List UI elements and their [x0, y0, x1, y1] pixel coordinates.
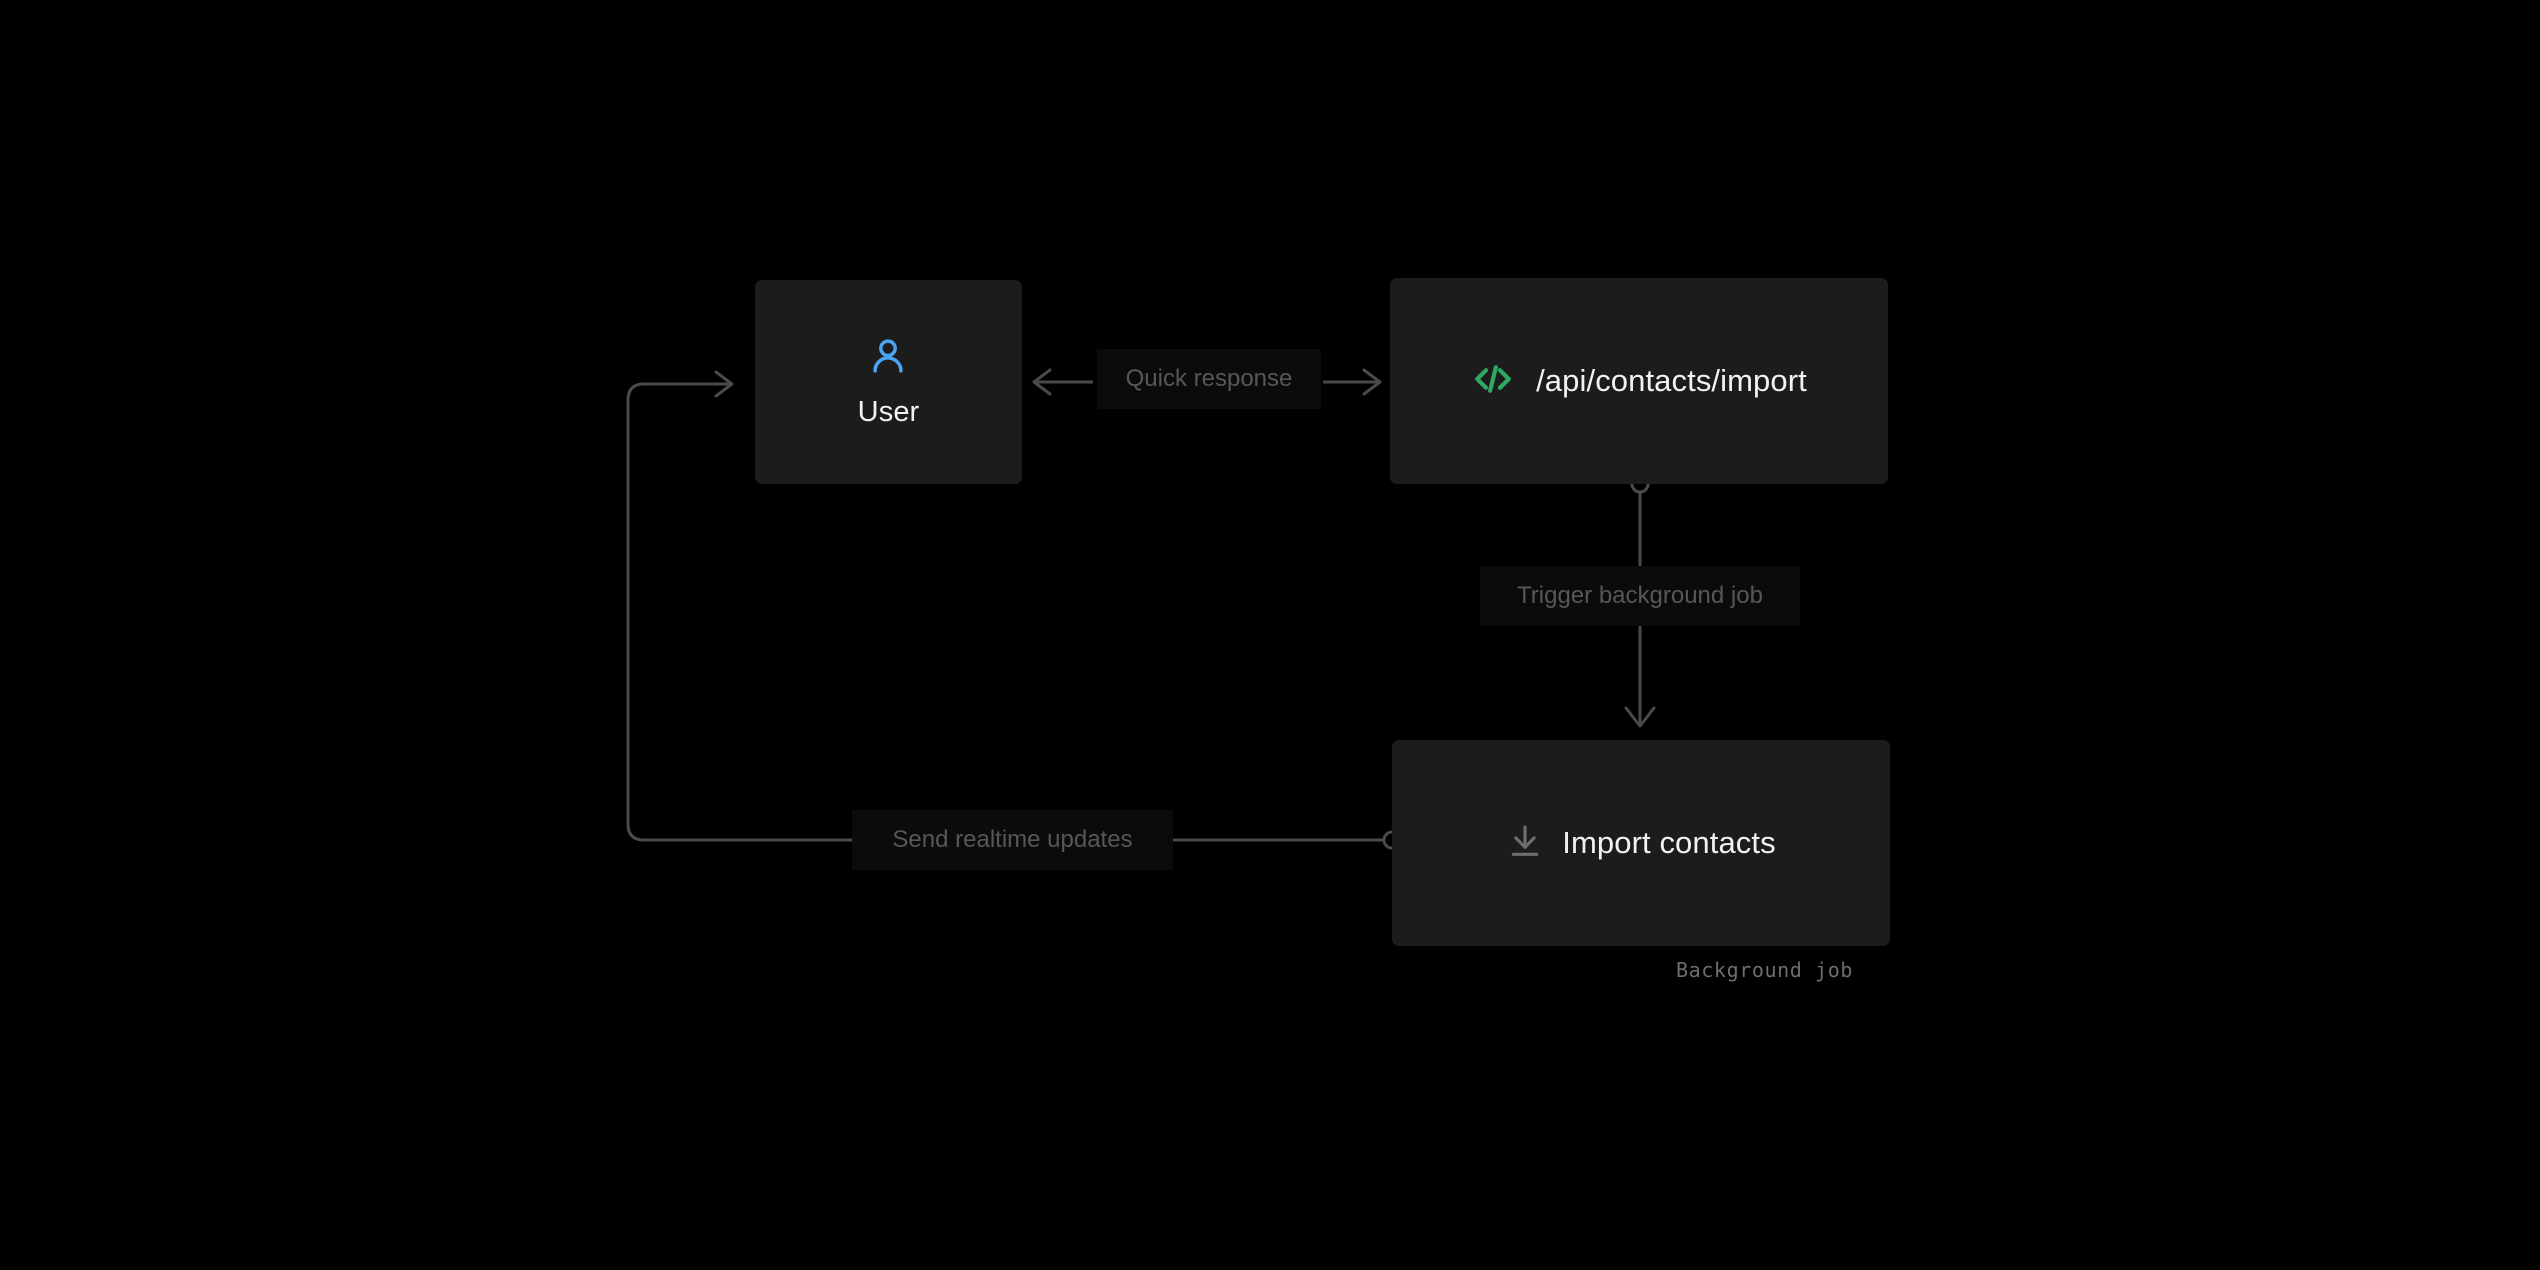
node-job-label: Import contacts: [1562, 825, 1776, 860]
node-job-caption: Background job: [1676, 958, 1853, 982]
code-brackets-icon: [1471, 357, 1515, 406]
edge-label-quick-response: Quick response: [1097, 349, 1321, 409]
edge-label-trigger-background-job: Trigger background job: [1480, 566, 1800, 626]
node-api-content: /api/contacts/import: [1471, 357, 1807, 406]
edge-realtime-arrowhead: [714, 370, 734, 398]
node-job-content: Import contacts: [1506, 822, 1776, 865]
node-api-label: /api/contacts/import: [1536, 363, 1807, 398]
edge-quick-response-right-arrowhead: [1362, 368, 1382, 396]
edge-trigger-arrowhead: [1624, 706, 1656, 728]
download-icon: [1506, 822, 1544, 865]
node-user[interactable]: User: [755, 280, 1022, 484]
node-user-content: User: [858, 335, 920, 429]
edge-label-send-realtime-updates: Send realtime updates: [852, 810, 1173, 870]
node-user-label: User: [857, 396, 920, 428]
node-api-contacts-import[interactable]: /api/contacts/import: [1390, 278, 1888, 484]
user-icon: [867, 335, 909, 382]
edge-quick-response-left-arrowhead: [1032, 368, 1052, 396]
node-import-contacts[interactable]: Import contacts: [1392, 740, 1890, 946]
